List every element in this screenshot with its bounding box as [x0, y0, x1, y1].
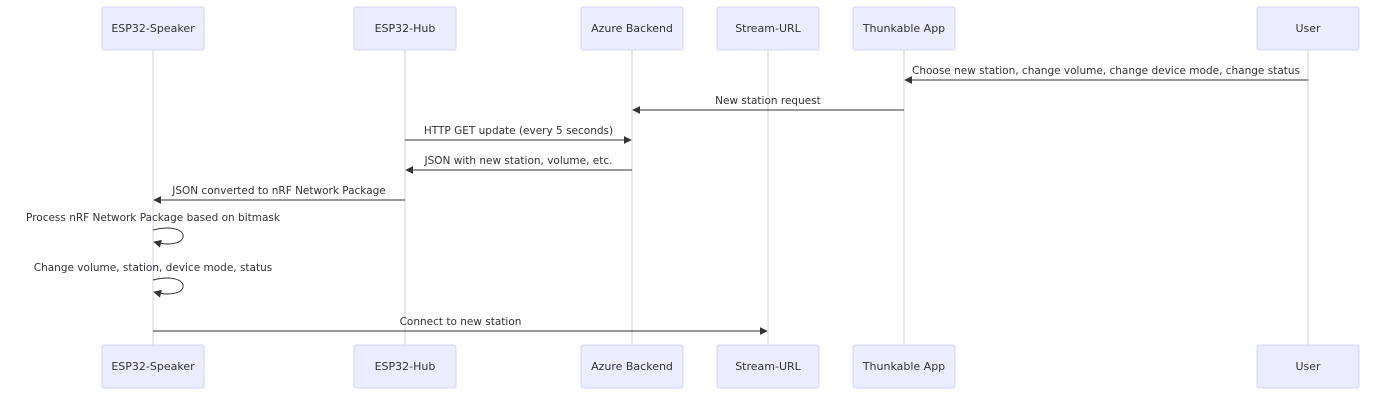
actor-stream-top: Stream-URL	[716, 6, 820, 51]
actor-user-bottom: User	[1256, 344, 1360, 389]
message-label: Change volume, station, device mode, sta…	[34, 262, 272, 274]
actor-label: Stream-URL	[735, 22, 801, 35]
actor-box	[852, 344, 956, 389]
message: Process nRF Network Package based on bit…	[26, 212, 281, 248]
actor-hub-bottom: ESP32-Hub	[353, 344, 457, 389]
message: Connect to new station	[153, 316, 768, 335]
actor-box	[580, 344, 684, 389]
actor-label: Thunkable App	[862, 22, 945, 35]
message-label: Choose new station, change volume, chang…	[912, 65, 1300, 77]
actor-box	[1256, 344, 1360, 389]
message-label: Process nRF Network Package based on bit…	[26, 212, 281, 224]
message-label: JSON with new station, volume, etc.	[424, 155, 613, 167]
actor-label: Azure Backend	[591, 22, 673, 35]
message-label: JSON converted to nRF Network Package	[171, 185, 386, 197]
actor-label: User	[1295, 22, 1321, 35]
actor-stream-bottom: Stream-URL	[716, 344, 820, 389]
message: HTTP GET update (every 5 seconds)	[405, 125, 632, 144]
actor-speaker-bottom: ESP32-Speaker	[101, 344, 205, 389]
actor-label: ESP32-Hub	[375, 360, 436, 373]
actor-box	[101, 6, 205, 51]
actor-label: ESP32-Hub	[375, 22, 436, 35]
actor-box	[716, 6, 820, 51]
actor-box	[101, 344, 205, 389]
actor-label: Azure Backend	[591, 360, 673, 373]
message: JSON converted to nRF Network Package	[153, 185, 405, 204]
message: Change volume, station, device mode, sta…	[34, 262, 272, 298]
message-arrow	[152, 227, 184, 248]
actor-azure-bottom: Azure Backend	[580, 344, 684, 389]
actor-user-top: User	[1256, 6, 1360, 51]
actor-app-bottom: Thunkable App	[852, 344, 956, 389]
message-arrow	[152, 277, 184, 298]
actor-app-top: Thunkable App	[852, 6, 956, 51]
actor-hub-top: ESP32-Hub	[353, 6, 457, 51]
actor-box	[1256, 6, 1360, 51]
actor-label: Thunkable App	[862, 360, 945, 373]
actor-azure-top: Azure Backend	[580, 6, 684, 51]
message: JSON with new station, volume, etc.	[405, 155, 632, 174]
actor-box	[353, 6, 457, 51]
actor-label: Stream-URL	[735, 360, 801, 373]
actor-speaker-top: ESP32-Speaker	[101, 6, 205, 51]
message-label: HTTP GET update (every 5 seconds)	[424, 125, 613, 137]
message-label: New station request	[715, 95, 821, 107]
message-label: Connect to new station	[400, 316, 522, 328]
message: New station request	[632, 95, 904, 114]
actor-box	[852, 6, 956, 51]
actor-box	[353, 344, 457, 389]
actor-label: ESP32-Speaker	[111, 22, 195, 35]
actor-label: ESP32-Speaker	[111, 360, 195, 373]
message: Choose new station, change volume, chang…	[904, 65, 1308, 84]
actor-label: User	[1295, 360, 1321, 373]
actor-box	[716, 344, 820, 389]
actor-box	[580, 6, 684, 51]
